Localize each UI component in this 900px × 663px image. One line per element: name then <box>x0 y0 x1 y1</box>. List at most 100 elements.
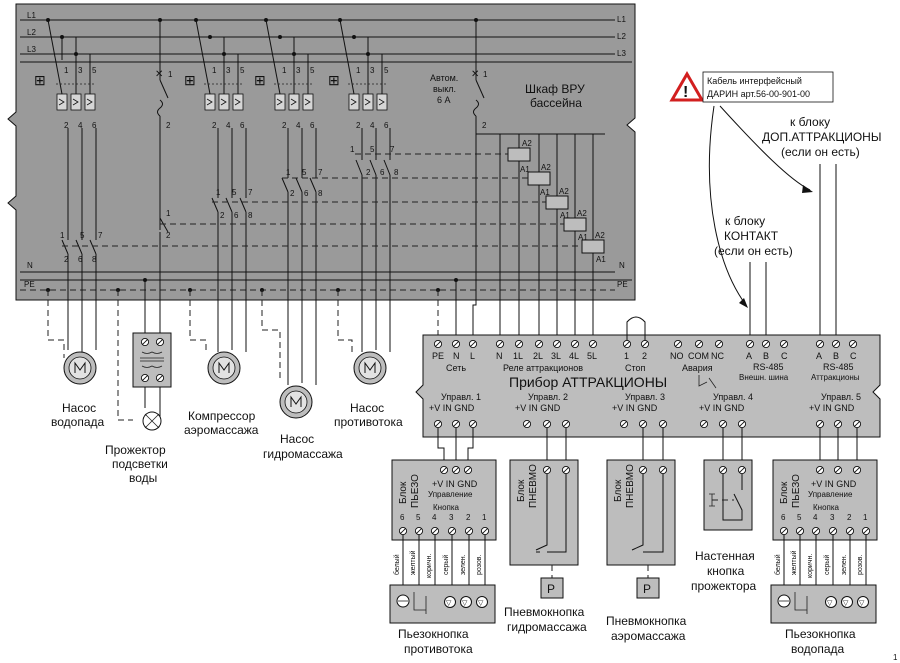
svg-text:+V IN GND: +V IN GND <box>432 479 478 489</box>
load-pump-hydro-1: Насос <box>280 432 314 446</box>
breaker-handle-icon: ⊞ <box>254 72 266 88</box>
svg-text:6: 6 <box>384 121 389 130</box>
to-dop-line2: ДОП.АТТРАКЦИОНЫ <box>762 130 881 144</box>
svg-text:7: 7 <box>318 168 323 177</box>
svg-text:8: 8 <box>92 255 97 264</box>
label-stop: Стоп <box>625 363 646 373</box>
svg-text:C: C <box>781 351 788 361</box>
svg-text:4L: 4L <box>569 351 579 361</box>
load-projector-2: подсветки <box>112 457 168 471</box>
device-title: Прибор АТТРАКЦИОНЫ <box>509 374 667 390</box>
cabinet-title-2: бассейна <box>530 96 582 110</box>
svg-text:ПЬЕЗО: ПЬЕЗО <box>791 474 802 508</box>
svg-text:6: 6 <box>400 513 405 522</box>
svg-text:5L: 5L <box>587 351 597 361</box>
svg-text:зелен.: зелен. <box>460 554 467 575</box>
svg-text:1: 1 <box>482 513 487 522</box>
svg-text:A2: A2 <box>595 231 605 240</box>
bus-n-right: N <box>619 261 625 270</box>
svg-text:6: 6 <box>78 255 83 264</box>
to-dop-line1: к блоку <box>790 115 830 129</box>
svg-text:6: 6 <box>310 121 315 130</box>
svg-text:1: 1 <box>624 351 629 361</box>
svg-text:желтый: желтый <box>790 550 798 575</box>
to-kontakt-line3: (если он есть) <box>714 244 793 258</box>
svg-text:5: 5 <box>310 66 315 75</box>
label-alarm: Авария <box>682 363 713 373</box>
svg-text:B: B <box>833 351 839 361</box>
svg-text:4: 4 <box>296 121 301 130</box>
svg-text:5: 5 <box>240 66 245 75</box>
label-wall-button-1: Настенная <box>695 549 755 563</box>
breaker-handle-icon: ⊞ <box>34 72 46 88</box>
automat-label-3: 6 А <box>437 95 451 105</box>
bus-l2-right: L2 <box>617 32 626 41</box>
label-set: Сеть <box>446 363 466 373</box>
transformer-icon <box>132 332 172 388</box>
svg-text:✕: ✕ <box>155 69 163 80</box>
svg-text:A2: A2 <box>577 209 587 218</box>
attractions-device: Прибор АТТРАКЦИОНЫ PE N L Сеть N 1L 2L 3… <box>415 316 881 438</box>
svg-text:2: 2 <box>220 211 225 220</box>
svg-text:▽: ▽ <box>478 600 484 607</box>
load-pump-waterfall-1: Насос <box>62 401 96 415</box>
svg-text:✕: ✕ <box>471 69 479 80</box>
svg-text:6: 6 <box>234 211 239 220</box>
control-5-pins: +V IN GND <box>809 403 855 413</box>
contact-set-3: 1 5 7 2 6 8 <box>211 128 253 305</box>
svg-text:1: 1 <box>282 66 287 75</box>
svg-text:серый: серый <box>442 555 450 575</box>
svg-text:1: 1 <box>350 145 355 154</box>
svg-text:2: 2 <box>366 168 371 177</box>
load-projector-1: Прожектор <box>105 443 166 457</box>
to-kontakt-line2: КОНТАКТ <box>724 229 779 243</box>
svg-text:зелен.: зелен. <box>841 554 848 575</box>
breaker-group-4: ⊞ 1 3 5 2 4 6 <box>328 19 389 130</box>
piezo-wires-2: белый желтый коричн. серый зелен. розов. <box>774 535 867 597</box>
cable-note-line2: ДАРИН арт.56-00-901-00 <box>707 89 810 99</box>
bus-l3-left: L3 <box>27 45 36 54</box>
cabinet-title-1: Шкаф ВРУ <box>525 82 585 96</box>
warning-triangle-icon <box>669 70 705 102</box>
piezo-button-1: ▽▽▽ <box>389 584 496 624</box>
label-relays: Реле аттракционов <box>503 363 583 373</box>
load-projector-3: воды <box>129 471 157 485</box>
load-pump-counter-2: противотока <box>334 415 403 429</box>
svg-text:2: 2 <box>847 513 852 522</box>
svg-text:2: 2 <box>482 121 487 130</box>
svg-text:белый: белый <box>393 554 401 575</box>
label-piezo-waterfall-1: Пьезокнопка <box>785 627 856 641</box>
svg-text:6: 6 <box>240 121 245 130</box>
svg-text:2: 2 <box>64 121 69 130</box>
svg-text:5: 5 <box>80 231 85 240</box>
control-3-label: Управл. 3 <box>625 392 665 402</box>
svg-text:8: 8 <box>248 211 253 220</box>
page-number: 1 <box>893 653 898 662</box>
svg-text:Управление: Управление <box>808 490 853 499</box>
svg-text:4: 4 <box>432 513 437 522</box>
automat-label-2: выкл. <box>433 84 456 94</box>
svg-text:▽: ▽ <box>843 600 849 607</box>
breaker-group-2: ⊞ 1 3 5 2 4 6 <box>184 19 245 130</box>
svg-text:5: 5 <box>92 66 97 75</box>
svg-text:4: 4 <box>78 121 83 130</box>
label-wall-button-2: кнопка <box>707 564 745 578</box>
svg-text:7: 7 <box>390 145 395 154</box>
cable-note: ! Кабель интерфейсный ДАРИН арт.56-00-90… <box>669 70 834 103</box>
svg-text:1: 1 <box>216 188 221 197</box>
svg-text:B: B <box>763 351 769 361</box>
svg-text:1: 1 <box>286 168 291 177</box>
svg-text:5: 5 <box>370 145 375 154</box>
svg-text:A1: A1 <box>578 233 588 242</box>
svg-text:1: 1 <box>212 66 217 75</box>
svg-text:1L: 1L <box>513 351 523 361</box>
svg-text:5: 5 <box>384 66 389 75</box>
cable-note-line1: Кабель интерфейсный <box>707 76 802 86</box>
label-pneumo-hydro-2: гидромассажа <box>507 620 587 634</box>
label-piezo-counter-1: Пьезокнопка <box>398 627 469 641</box>
svg-text:+V IN GND: +V IN GND <box>811 479 857 489</box>
svg-text:6: 6 <box>304 189 309 198</box>
svg-text:A1: A1 <box>540 188 550 197</box>
svg-text:Блок: Блок <box>613 479 624 502</box>
svg-text:2: 2 <box>642 351 647 361</box>
